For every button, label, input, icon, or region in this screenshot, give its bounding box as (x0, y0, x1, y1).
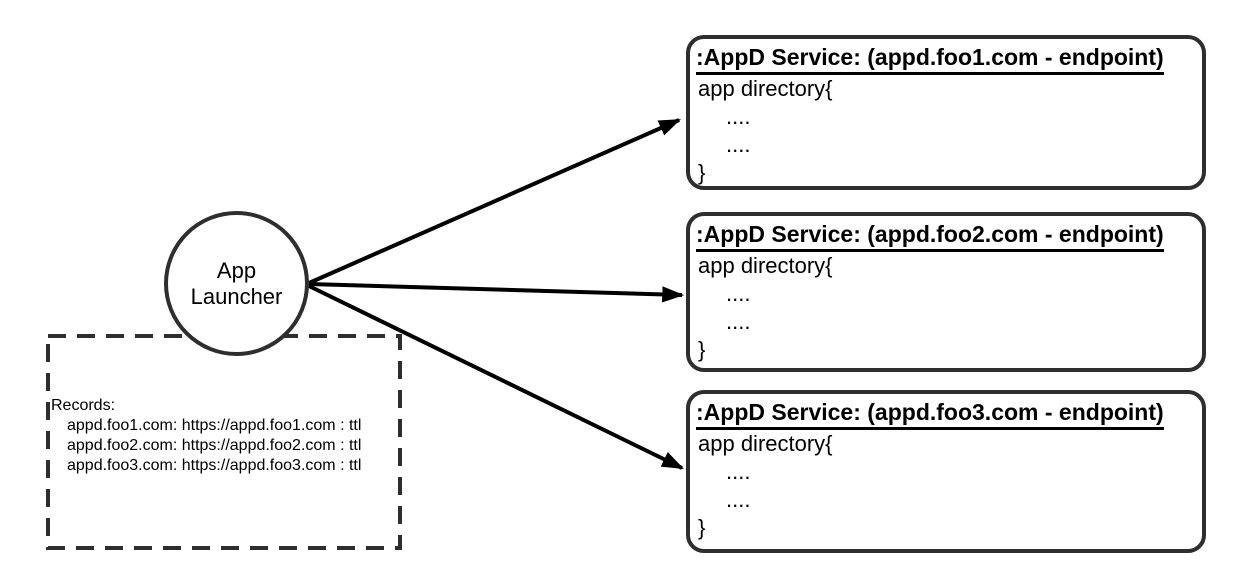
service-1-title-text: :AppD Service: (appd.foo1.com - endpoint… (696, 42, 1164, 75)
service-box-1: :AppD Service: (appd.foo1.com - endpoint… (686, 35, 1206, 190)
app-launcher-label-line1: App (216, 257, 257, 283)
record-item-3: appd.foo3.com: https://appd.foo3.com : t… (67, 457, 362, 474)
app-launcher-label-line2: Launcher (190, 283, 283, 309)
arrow-launcher-to-service-2 (308, 282, 685, 303)
service-2-body-open: app directory{ (698, 253, 833, 278)
records-panel: Records: appd.foo1.com: https://appd.foo… (51, 396, 361, 476)
service-3-title-text: :AppD Service: (appd.foo3.com - endpoint… (696, 397, 1164, 430)
service-3-body-open: app directory{ (698, 431, 833, 456)
service-box-2: :AppD Service: (appd.foo2.com - endpoint… (686, 212, 1206, 372)
service-2-body-dots-2: .... (726, 309, 751, 334)
service-2-body-close: } (698, 337, 706, 362)
service-1-body-dots-2: .... (726, 132, 751, 157)
service-3-body-dots-1: .... (726, 459, 751, 484)
service-1-body-close: } (698, 160, 706, 185)
service-box-3: :AppD Service: (appd.foo3.com - endpoint… (686, 390, 1206, 553)
records-heading: Records: (51, 397, 116, 414)
record-item-1: appd.foo1.com: https://appd.foo1.com : t… (67, 417, 362, 434)
service-2-body-dots-1: .... (726, 281, 751, 306)
service-2-title: :AppD Service: (appd.foo2.com - endpoint… (696, 219, 1194, 252)
arrow-launcher-to-service-3 (308, 284, 684, 470)
service-1-body-dots-1: .... (726, 104, 751, 129)
service-1-title: :AppD Service: (appd.foo1.com - endpoint… (696, 42, 1194, 75)
service-3-body-close: } (698, 515, 706, 540)
app-launcher-node: App Launcher (164, 211, 309, 356)
arrow-launcher-to-service-1 (308, 118, 682, 285)
service-2-title-text: :AppD Service: (appd.foo2.com - endpoint… (696, 219, 1164, 252)
service-3-title: :AppD Service: (appd.foo3.com - endpoint… (696, 397, 1194, 430)
service-3-body-dots-2: .... (726, 487, 751, 512)
service-1-body-open: app directory{ (698, 76, 833, 101)
record-item-2: appd.foo2.com: https://appd.foo2.com : t… (67, 437, 362, 454)
